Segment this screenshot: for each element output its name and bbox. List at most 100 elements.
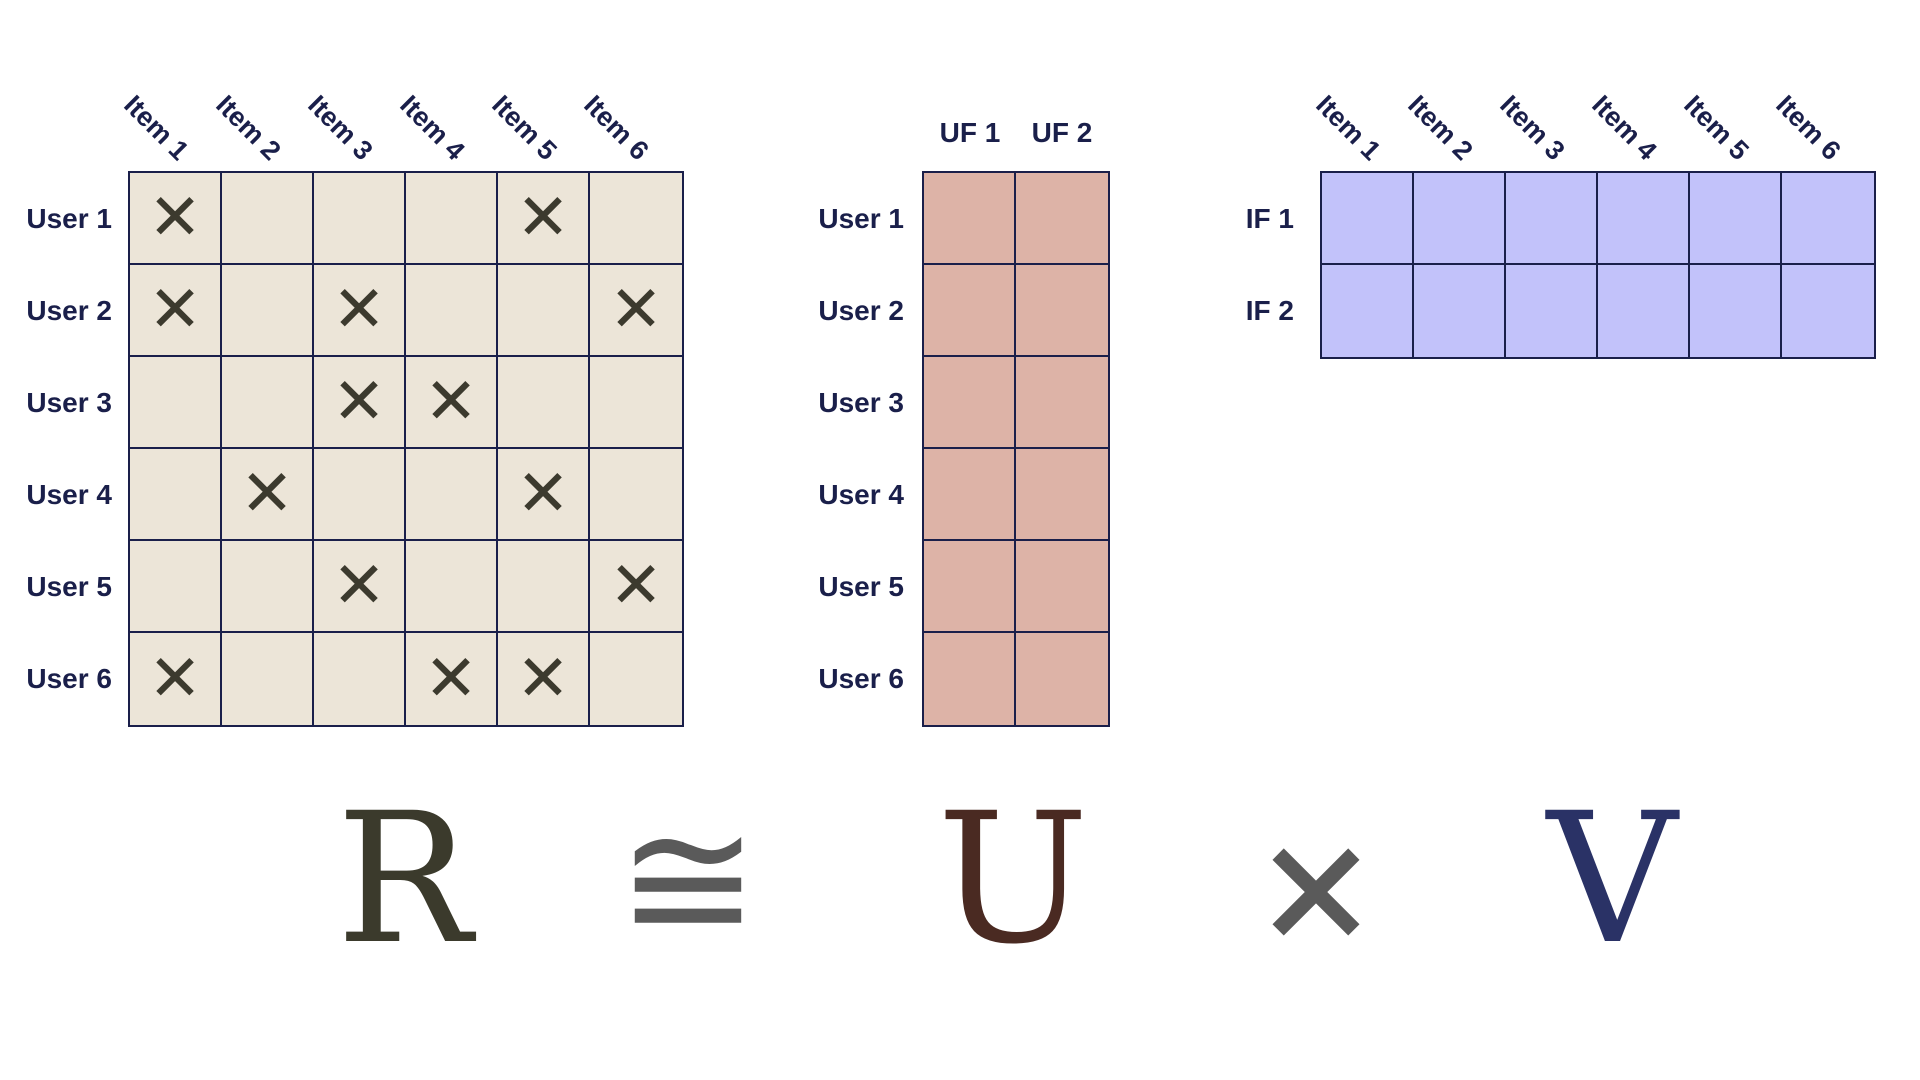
rating-mark-icon: ✕ <box>424 365 478 439</box>
user_factors-column-label: UF 2 <box>1031 117 1093 148</box>
ratings-row-label: User 3 <box>26 387 112 418</box>
user_factors-cell-r2-c1 <box>924 265 1016 357</box>
rating-mark-icon: ✕ <box>424 642 478 716</box>
item_factors-column-label: Item 6 <box>1770 89 1847 166</box>
item_factors-cell-r2-c2 <box>1414 265 1506 357</box>
user_factors-cell-r4-c2 <box>1016 449 1108 541</box>
rating-mark-icon: ✕ <box>516 181 570 255</box>
rating-mark-icon: ✕ <box>609 549 663 623</box>
user_factors-row-label: User 5 <box>818 571 904 602</box>
item_factors-column-label: Item 5 <box>1678 89 1755 166</box>
ratings-row-label: User 1 <box>26 203 112 234</box>
user_factors-cell-r5-c2 <box>1016 541 1108 633</box>
item_factors-cell-r1-c5 <box>1690 173 1782 265</box>
ratings-cell-r4-c4 <box>406 449 498 541</box>
rating-mark-icon: ✕ <box>148 273 202 347</box>
rating-mark-icon: ✕ <box>148 181 202 255</box>
item_factors-column-label: Item 4 <box>1586 89 1663 166</box>
user_factors-cell-r3-c1 <box>924 357 1016 449</box>
equation-approx-symbol: ≅ <box>616 781 760 979</box>
equation-r-symbol: R <box>336 775 472 984</box>
ratings-cell-r5-c2 <box>222 541 314 633</box>
ratings-cell-r3-c4: ✕ <box>406 357 498 449</box>
user_factors-cell-r3-c2 <box>1016 357 1108 449</box>
item_factors-cell-r2-c4 <box>1598 265 1690 357</box>
user_factors-cell-r4-c1 <box>924 449 1016 541</box>
ratings-cell-r3-c2 <box>222 357 314 449</box>
user_factors-cell-r6-c2 <box>1016 633 1108 725</box>
ratings-row-label: User 5 <box>26 571 112 602</box>
user_factors-row-label: User 4 <box>818 479 904 510</box>
ratings-cell-r5-c6: ✕ <box>590 541 682 633</box>
user_factors-row-label: User 6 <box>818 663 904 694</box>
ratings-cell-r1-c6 <box>590 173 682 265</box>
user_factors-row-label: User 3 <box>818 387 904 418</box>
ratings-cell-r3-c3: ✕ <box>314 357 406 449</box>
rating-mark-icon: ✕ <box>332 549 386 623</box>
rating-mark-icon: ✕ <box>516 642 570 716</box>
ratings-column-label: Item 5 <box>486 89 563 166</box>
ratings-column-label: Item 1 <box>118 89 195 166</box>
ratings-cell-r6-c6 <box>590 633 682 725</box>
item_factors-cell-r1-c2 <box>1414 173 1506 265</box>
user_factors-cell-r6-c1 <box>924 633 1016 725</box>
ratings-cell-r3-c1 <box>130 357 222 449</box>
ratings-column-label: Item 4 <box>394 89 471 166</box>
ratings-column-label: Item 6 <box>578 89 655 166</box>
rating-mark-icon: ✕ <box>332 273 386 347</box>
ratings-cell-r5-c1 <box>130 541 222 633</box>
ratings-cell-r6-c5: ✕ <box>498 633 590 725</box>
ratings-cell-r1-c5: ✕ <box>498 173 590 265</box>
ratings-cell-r6-c2 <box>222 633 314 725</box>
rating-mark-icon: ✕ <box>240 457 294 531</box>
item-factor-matrix <box>1320 171 1876 359</box>
user_factors-cell-r1-c2 <box>1016 173 1108 265</box>
ratings-cell-r4-c3 <box>314 449 406 541</box>
ratings-cell-r6-c1: ✕ <box>130 633 222 725</box>
ratings-cell-r5-c3: ✕ <box>314 541 406 633</box>
ratings-cell-r2-c1: ✕ <box>130 265 222 357</box>
equation-v-symbol: V <box>1547 775 1677 984</box>
ratings-cell-r3-c6 <box>590 357 682 449</box>
ratings-cell-r6-c3 <box>314 633 406 725</box>
rating-mark-icon: ✕ <box>609 273 663 347</box>
ratings-cell-r1-c2 <box>222 173 314 265</box>
item_factors-column-label: Item 3 <box>1494 89 1571 166</box>
item_factors-row-label: IF 1 <box>1245 203 1294 234</box>
item_factors-row-label: IF 2 <box>1245 295 1294 326</box>
user-factor-matrix <box>922 171 1110 727</box>
item_factors-cell-r1-c3 <box>1506 173 1598 265</box>
ratings-cell-r2-c3: ✕ <box>314 265 406 357</box>
item_factors-cell-r1-c1 <box>1322 173 1414 265</box>
ratings-cell-r1-c3 <box>314 173 406 265</box>
ratings-matrix: ✕ ✕ ✕ ✕ ✕ ✕ ✕ ✕ ✕ ✕ ✕ ✕ ✕ ✕ <box>128 171 684 727</box>
ratings-cell-r4-c5: ✕ <box>498 449 590 541</box>
item_factors-cell-r1-c4 <box>1598 173 1690 265</box>
item_factors-cell-r2-c6 <box>1782 265 1874 357</box>
ratings-cell-r2-c4 <box>406 265 498 357</box>
item_factors-cell-r2-c1 <box>1322 265 1414 357</box>
rating-mark-icon: ✕ <box>148 642 202 716</box>
item_factors-column-label: Item 1 <box>1310 89 1387 166</box>
rating-mark-icon: ✕ <box>516 457 570 531</box>
item_factors-cell-r1-c6 <box>1782 173 1874 265</box>
ratings-cell-r4-c6 <box>590 449 682 541</box>
user_factors-row-label: User 2 <box>818 295 904 326</box>
equation-times-symbol: × <box>1253 799 1379 975</box>
user_factors-cell-r1-c1 <box>924 173 1016 265</box>
user_factors-column-label: UF 1 <box>939 117 1001 148</box>
ratings-cell-r5-c4 <box>406 541 498 633</box>
ratings-column-label: Item 3 <box>302 89 379 166</box>
ratings-cell-r1-c4 <box>406 173 498 265</box>
item_factors-cell-r2-c3 <box>1506 265 1598 357</box>
ratings-cell-r4-c1 <box>130 449 222 541</box>
ratings-column-label: Item 2 <box>210 89 287 166</box>
ratings-row-label: User 2 <box>26 295 112 326</box>
ratings-cell-r6-c4: ✕ <box>406 633 498 725</box>
rating-mark-icon: ✕ <box>332 365 386 439</box>
item_factors-column-label: Item 2 <box>1402 89 1479 166</box>
equation-u-symbol: U <box>937 775 1089 984</box>
ratings-row-label: User 4 <box>26 479 112 510</box>
user_factors-cell-r2-c2 <box>1016 265 1108 357</box>
